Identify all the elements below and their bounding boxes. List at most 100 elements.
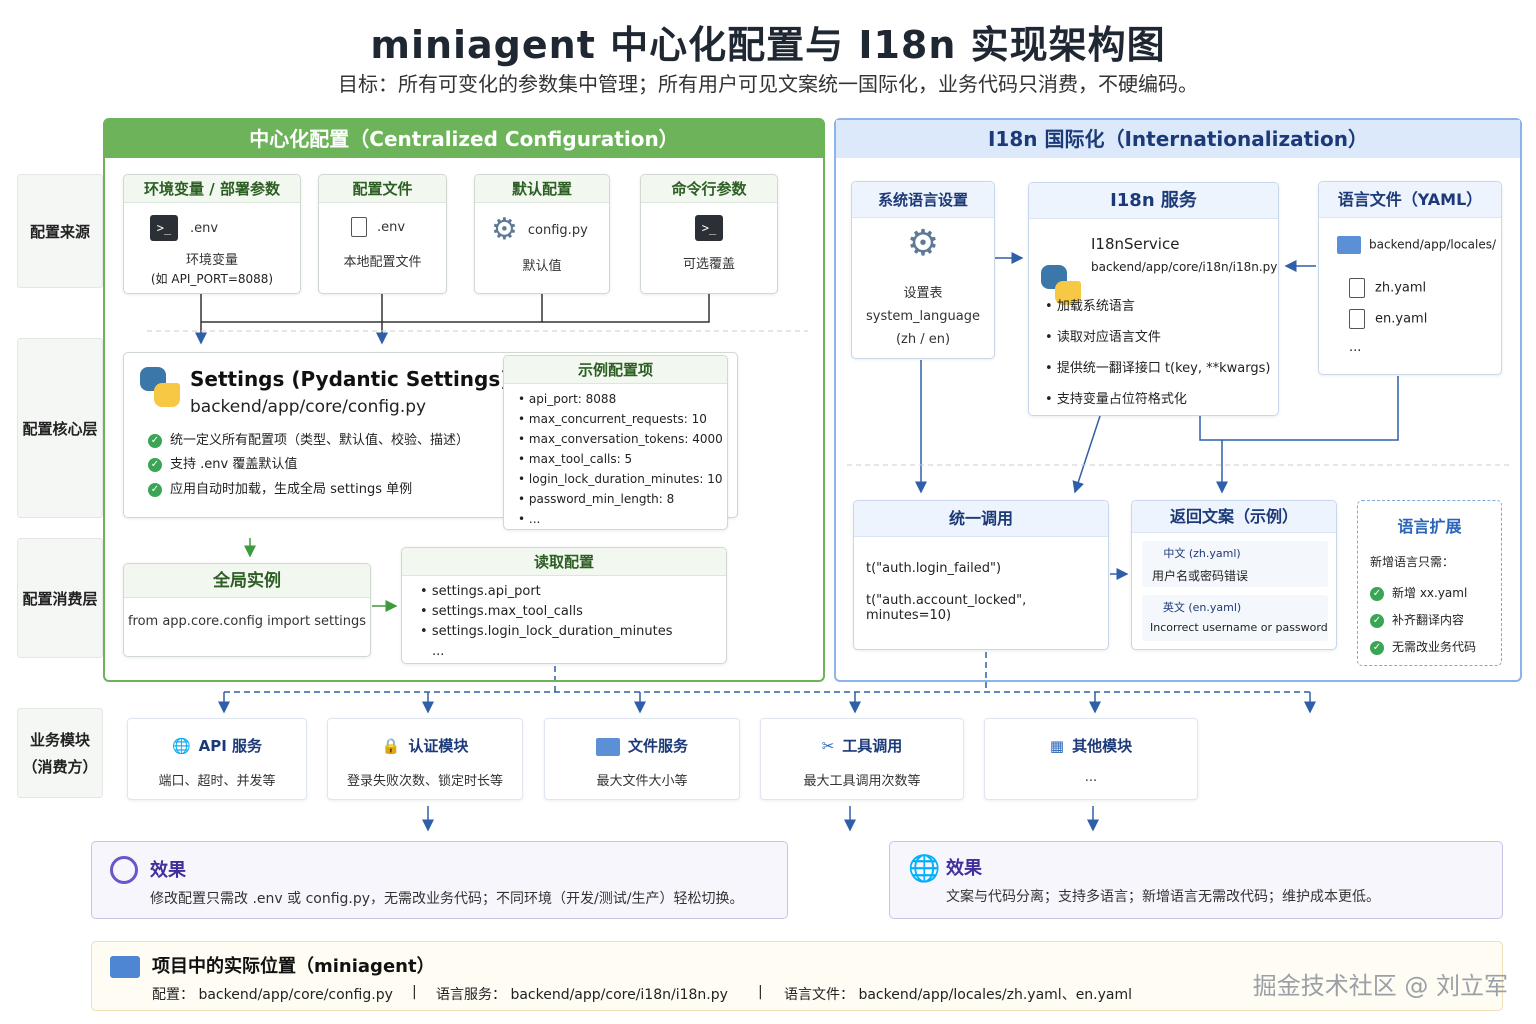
global-instance-card: 全局实例 from app.core.config import setting… [123,563,371,657]
source-env-card: 环境变量 / 部署参数 >_ .env 环境变量 (如 API_PORT=808… [123,174,301,294]
lang-extend-item-2: ✓补齐翻译内容 [1370,611,1501,628]
source-default-desc: 默认值 [522,259,562,274]
list-item: • settings.api_port [420,584,541,599]
lang-setting-card: 系统语言设置 ⚙ 设置表 system_language (zh / en) [851,181,995,359]
i18n-panel: I18n 国际化（Internationalization） [834,118,1522,682]
grid-icon: ▦ [1049,737,1065,755]
lang-setting-field: system_language [865,309,981,324]
module-auth-title: 🔒认证模块 [381,737,469,755]
lang-setting-title: 系统语言设置 [852,182,994,218]
effect-i18n-desc: 文案与代码分离；支持多语言；新增语言无需改代码；维护成本更低。 [946,889,1380,905]
check-icon: ✓ [148,433,162,448]
watermark: 掘金技术社区 @ 刘立军 [1252,972,1508,1000]
call-line-2: t("auth.account_locked", minutes=10) [866,593,1027,623]
lang-files-title: 语言文件（YAML） [1319,182,1501,218]
i18n-service-title: I18n 服务 [1029,183,1278,219]
location-sep-2: | [758,984,763,1000]
settings-point-1: ✓统一定义所有配置项（类型、默认值、校验、描述） [148,429,469,448]
list-item: • 读取对应语言文件 [1045,330,1161,345]
check-icon: ✓ [1370,586,1384,601]
read-config-list: • settings.api_port • settings.max_tool_… [420,584,726,659]
module-api: 🌐API 服务 端口、超时、并发等 [127,718,307,800]
read-config-title: 读取配置 [402,548,726,576]
module-file: 文件服务 最大文件大小等 [544,718,740,800]
i18n-service-card: I18n 服务 I18nService backend/app/core/i18… [1028,182,1279,416]
effect-i18n-card: 🌐 效果 文案与代码分离；支持多语言；新增语言无需改代码；维护成本更低。 [889,841,1503,919]
modules-label-line2: （消费方） [22,758,98,776]
lang-files-card: 语言文件（YAML） backend/app/locales/ zh.yaml … [1318,181,1502,375]
folder-icon [110,956,140,978]
python-icon [140,367,180,407]
source-file-file: .env [377,219,406,235]
source-file-desc: 本地配置文件 [343,255,422,270]
list-item: • settings.login_lock_duration_minutes [420,624,673,639]
row-label-core: 配置核心层 [17,338,103,518]
module-tools-desc: 最大工具调用次数等 [803,774,921,789]
module-other-desc: ... [1084,770,1098,785]
source-file-card: 配置文件 .env 本地配置文件 [318,174,447,294]
row-label-consume: 配置消费层 [17,538,103,658]
list-item: • 提供统一翻译接口 t(key, **kwargs) [1045,361,1271,376]
effect-config-desc: 修改配置只需改 .env 或 config.py，无需改业务代码；不同环境（开发… [150,891,744,907]
gear-icon: ⚙ [906,223,940,264]
document-icon [1349,278,1365,298]
return-zh-text: 用户名或密码错误 [1152,569,1249,583]
location-lang-service: 语言服务： backend/app/core/i18n/i18n.py [436,987,728,1003]
source-env-title: 环境变量 / 部署参数 [124,175,300,203]
global-instance-title: 全局实例 [124,564,370,598]
location-sep-1: | [412,984,417,1000]
lang-file-en: en.yaml [1349,309,1427,329]
settings-title: Settings (Pydantic Settings) [190,367,510,391]
i18n-service-name: I18nService [1091,235,1180,253]
lock-icon: 🔒 [381,737,401,755]
lang-files-dir: backend/app/locales/ [1337,236,1496,254]
module-tools-title: ✂工具调用 [821,737,903,755]
source-cli-card: 命令行参数 >_ 可选覆盖 [640,174,778,294]
return-text-card: 返回文案（示例） 中文 (zh.yaml) 用户名或密码错误 英文 (en.ya… [1131,500,1337,650]
return-zh-box: 中文 (zh.yaml) 用户名或密码错误 [1142,541,1328,587]
globe-icon: 🌐 [908,854,941,884]
source-default-card: 默认配置 ⚙ config.py 默认值 [474,174,610,294]
list-item: • 支持变量占位符格式化 [1045,392,1187,407]
return-zh-tag: 中文 (zh.yaml) [1163,547,1241,560]
source-env-desc: 环境变量 [185,253,238,268]
return-en-tag: 英文 (en.yaml) [1162,601,1242,614]
lang-extend-item-1: ✓新增 xx.yaml [1370,584,1501,601]
source-default-title: 默认配置 [475,175,609,203]
terminal-icon: >_ [695,215,723,241]
module-api-desc: 端口、超时、并发等 [158,774,276,789]
source-cli-title: 命令行参数 [641,175,777,203]
source-env-desc2: (如 API_PORT=8088) [150,272,274,286]
effect-config-title: 效果 [150,860,186,881]
python-icon [1041,265,1081,305]
terminal-icon: >_ [150,215,178,241]
i18n-panel-title: I18n 国际化（Internationalization） [836,120,1520,158]
effect-config-card: 效果 修改配置只需改 .env 或 config.py，无需改业务代码；不同环境… [91,841,788,919]
tools-icon: ✂ [821,737,835,755]
location-lang-files: 语言文件： backend/app/locales/zh.yaml、en.yam… [784,987,1133,1003]
folder-icon [1337,236,1361,254]
source-cli-desc: 可选覆盖 [682,257,735,272]
example-config-title: 示例配置项 [504,356,727,384]
return-text-title: 返回文案（示例） [1132,501,1336,533]
check-icon: ✓ [1370,640,1384,655]
target-icon [110,856,138,884]
list-item: • max_concurrent_requests: 10 [518,412,707,426]
lang-setting-opts: (zh / en) [895,332,951,347]
globe-icon: 🌐 [171,737,191,755]
lang-setting-desc: 设置表 [903,286,943,301]
module-tools: ✂工具调用 最大工具调用次数等 [760,718,964,800]
lang-file-zh: zh.yaml [1349,278,1426,298]
list-item: • ... [518,512,541,526]
global-instance-code: from app.core.config import settings [127,614,367,629]
lang-extend-item-3: ✓无需改业务代码 [1370,638,1501,655]
read-config-card: 读取配置 • settings.api_port • settings.max_… [401,547,727,664]
module-auth-desc: 登录失败次数、锁定时长等 [346,774,503,789]
return-en-text: Incorrect username or password [1150,621,1328,634]
list-item: • password_min_length: 8 [518,492,675,506]
example-config-list: • api_port: 8088 • max_concurrent_reques… [518,392,727,526]
modules-label-line1: 业务模块 [29,731,90,749]
lang-extend-card: 语言扩展 新增语言只需： ✓新增 xx.yaml ✓补齐翻译内容 ✓无需改业务代… [1357,500,1502,666]
lang-extend-lead: 新增语言只需： [1370,555,1455,569]
page-title: miniagent 中心化配置与 I18n 实现架构图 [370,23,1166,67]
